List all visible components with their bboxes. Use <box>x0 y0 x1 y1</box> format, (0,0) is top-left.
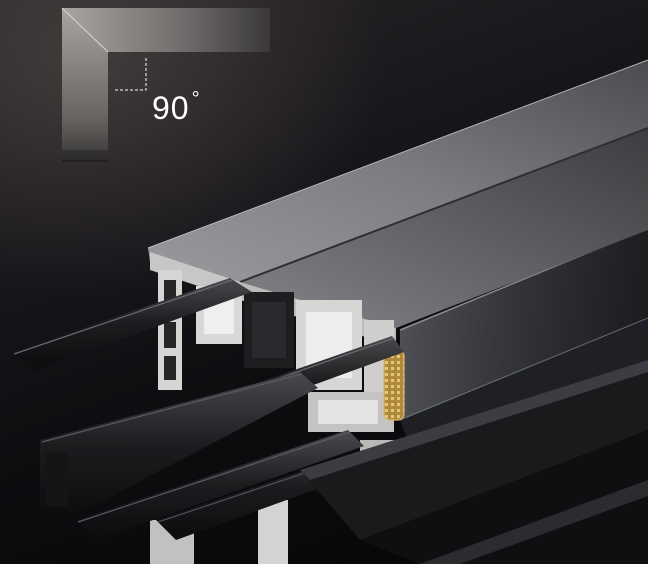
degree-symbol: ° <box>191 88 201 110</box>
gasket-strip-3 <box>40 372 318 520</box>
angle-value: 90 <box>152 90 190 126</box>
gasket-strip-4 <box>76 430 364 540</box>
corner-frame-sample <box>61 7 270 162</box>
lower-profile <box>300 360 648 564</box>
spacer-strip <box>383 349 405 421</box>
angle-label: 90° <box>152 88 201 127</box>
gasket-strip-1 <box>12 278 252 380</box>
profile-top-face <box>147 59 648 328</box>
